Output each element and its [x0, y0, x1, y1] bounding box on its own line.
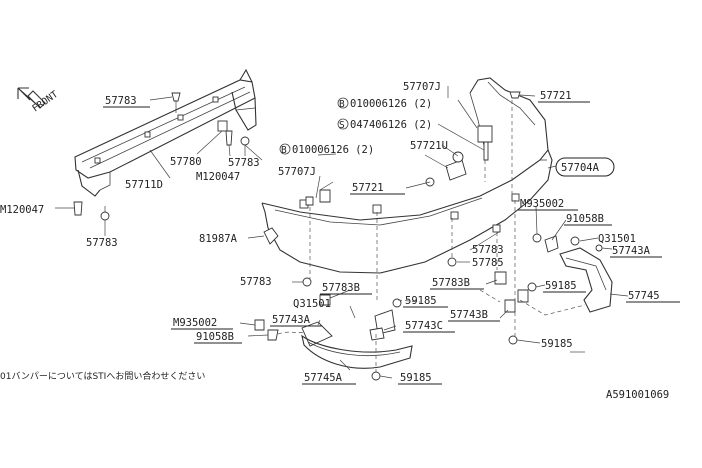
label-57704A: 57704A	[561, 162, 600, 174]
label-91058B-a: 91058B	[566, 213, 604, 225]
circled-B-a: B	[339, 99, 345, 110]
label-57704A-frame	[555, 157, 615, 177]
label-Q31501-a: Q31501	[598, 233, 636, 245]
label-57783B-b: 57783B	[432, 277, 470, 289]
cover-brackets	[305, 91, 521, 206]
reinforcement-beam	[74, 68, 257, 197]
label-57743A-b: 57743A	[272, 314, 311, 326]
label-57721-b: 57721	[540, 90, 572, 102]
label-57721U: 57721U	[410, 140, 448, 152]
label-59185-d: 59185	[400, 372, 432, 384]
label-57743A-a: 57743A	[612, 245, 651, 257]
sti-note: 01バンパーについてはSTIへお問い合わせください	[0, 370, 205, 382]
label-59185-b: 59185	[405, 295, 437, 307]
circled-B-icon-b	[279, 143, 291, 155]
label-59185-a: 59185	[545, 280, 577, 292]
part-labels: 57783 57780 57783 57711D M120047 M120047…	[0, 81, 680, 385]
label-M120047-b: M120047	[0, 204, 44, 216]
label-M935002-a: M935002	[520, 198, 564, 210]
label-57783B-a: 57783B	[322, 282, 360, 294]
label-57783-b: 57783	[228, 157, 260, 169]
fastener-81987A	[263, 227, 279, 245]
circled-B-b: B	[281, 145, 287, 156]
label-010006126-b: 010006126 (2)	[292, 144, 374, 156]
label-57707J-b: 57707J	[278, 166, 316, 178]
label-57743C: 57743C	[405, 320, 443, 332]
label-91058B-b: 91058B	[196, 331, 234, 343]
label-57783-c: 57783	[86, 237, 118, 249]
label-57783-a: 57783	[105, 95, 137, 107]
circled-S-icon	[337, 118, 349, 130]
lower-left-parts	[254, 277, 413, 381]
lower-right-parts	[447, 233, 613, 345]
leader-lines	[55, 86, 629, 379]
label-047406126: 047406126 (2)	[350, 119, 432, 131]
label-57783-d: 57783	[472, 244, 504, 256]
label-Q31501-b: Q31501	[293, 298, 331, 310]
label-57743B: 57743B	[450, 309, 488, 321]
label-010006126-a: 010006126 (2)	[350, 98, 432, 110]
label-57780: 57780	[170, 156, 202, 168]
label-M120047-a: M120047	[196, 171, 240, 183]
reference-lines	[277, 100, 586, 372]
label-57783-e: 57783	[240, 276, 272, 288]
label-M935002-b: M935002	[173, 317, 217, 329]
beam-fasteners	[73, 92, 250, 221]
label-57711D: 57711D	[125, 179, 163, 191]
circled-B-icon-a	[337, 97, 349, 109]
reference-code: A591001069	[606, 389, 669, 401]
label-81987A: 81987A	[199, 233, 238, 245]
label-57707J-a: 57707J	[403, 81, 441, 93]
label-57721-a: 57721	[352, 182, 384, 194]
label-57785: 57785	[472, 257, 504, 269]
label-57745A: 57745A	[304, 372, 343, 384]
circled-S: S	[339, 120, 345, 131]
label-59185-c: 59185	[541, 338, 573, 350]
label-57745: 57745	[628, 290, 660, 302]
